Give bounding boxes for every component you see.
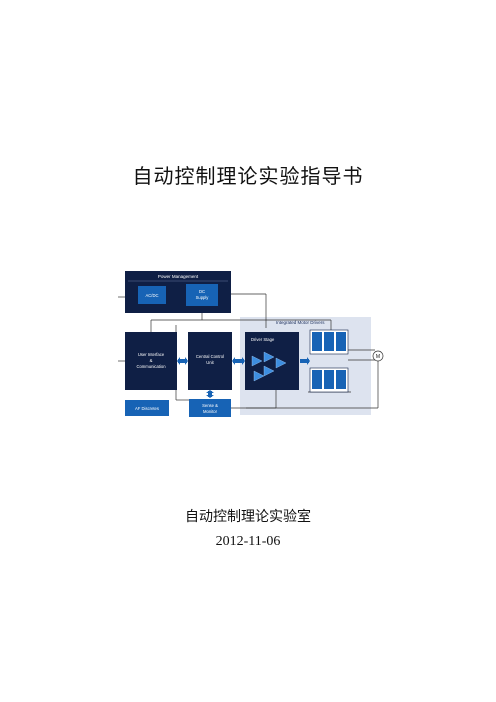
central-control-block: [188, 332, 232, 390]
power-switch-array-top: [309, 329, 349, 355]
user-interface-block: [125, 332, 177, 390]
bus-arrows: [177, 357, 310, 398]
dc-supply-label-2: Supply: [196, 295, 210, 300]
motor-icon: [372, 350, 384, 362]
document-date: 2012-11-06: [215, 534, 281, 549]
amplifier-icons: [251, 351, 287, 382]
organization-name: 自动控制理论实验室: [185, 509, 311, 525]
af-discretes-block: [125, 400, 169, 416]
integrated-drivers-label: Integrated Motor Drivers: [276, 320, 325, 325]
sense-monitor-label-2: Monitor: [203, 409, 218, 414]
motor-label: M: [376, 354, 380, 360]
af-discretes-label: AF Discretes: [135, 406, 159, 411]
user-interface-label-2: &: [150, 358, 153, 363]
central-control-label-2: Unit: [206, 360, 214, 365]
sense-monitor-block: [189, 399, 231, 417]
user-interface-label-1: User Interface: [138, 352, 165, 357]
central-control-label-1: Central Control: [196, 354, 224, 359]
sense-monitor-label-1: Sense &: [202, 403, 218, 408]
acdc-label: AC/DC: [145, 293, 158, 298]
motor-control-block-diagram: Integrated Motor Drivers Power Managemen…: [118, 271, 384, 417]
acdc-block: [138, 286, 166, 304]
power-switch-array-bottom: [309, 367, 349, 393]
dc-supply-label-1: DC: [199, 289, 205, 294]
user-interface-label-3: Communication: [136, 364, 166, 369]
power-management-label: Power Management: [158, 274, 199, 279]
document-title: 自动控制理论实验指导书: [132, 164, 364, 188]
dc-supply-block: [186, 284, 218, 306]
driver-stage-label: Driver Stage: [251, 337, 275, 342]
